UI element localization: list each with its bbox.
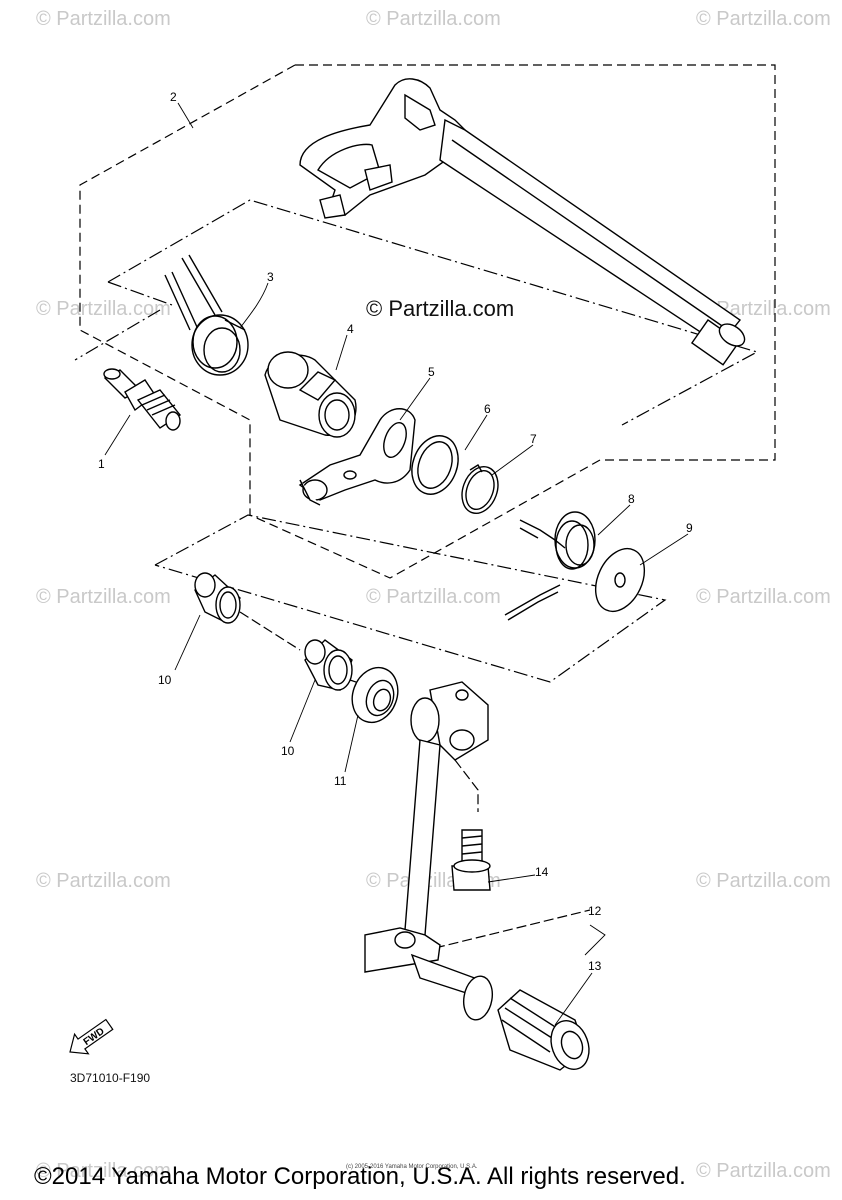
needle-bearing-lower-part xyxy=(304,639,353,691)
washer-part xyxy=(411,435,459,495)
circlip-part xyxy=(461,464,499,514)
callout-8: 8 xyxy=(628,492,635,506)
shift-shaft-part xyxy=(299,78,746,366)
plane-outline-lower xyxy=(154,514,667,683)
callout-3: 3 xyxy=(267,270,274,284)
torsion-spring-part xyxy=(164,254,249,376)
watermark-r1c2: © Partzilla.com xyxy=(366,8,501,30)
plane-outline-upper xyxy=(74,199,759,426)
callout-9: 9 xyxy=(686,521,693,535)
callout-7: 7 xyxy=(530,432,537,446)
callout-12: 12 xyxy=(588,904,602,918)
callout-5: 5 xyxy=(428,365,435,379)
callout-13: 13 xyxy=(588,959,602,973)
return-spring-part xyxy=(504,511,596,621)
bolt-part xyxy=(451,829,491,891)
copyright-small-print: (c) 2005-2016 Yamaha Motor Corporation, … xyxy=(346,1164,478,1170)
pedal-rubber-part xyxy=(497,989,590,1071)
flat-washer-part xyxy=(594,547,646,613)
callout-10-upper: 10 xyxy=(158,673,172,687)
diagram-code: 3D71010-F190 xyxy=(70,1071,151,1085)
callout-14: 14 xyxy=(535,865,549,879)
callout-1: 1 xyxy=(98,457,105,471)
watermark-r1c1: © Partzilla.com xyxy=(36,8,171,30)
callout-11: 11 xyxy=(334,774,347,788)
watermark-r1c3: © Partzilla.com xyxy=(696,8,831,30)
watermark-r3c3: © Partzilla.com xyxy=(696,586,831,608)
watermark-r3c1: © Partzilla.com xyxy=(36,586,171,608)
watermark-r4c1: © Partzilla.com xyxy=(36,870,171,892)
watermark-r4c3: © Partzilla.com xyxy=(696,870,831,892)
dashed-group-outline xyxy=(79,64,776,579)
callout-2: 2 xyxy=(170,90,177,104)
collar-part xyxy=(264,351,357,438)
watermark-r2c1: © Partzilla.com xyxy=(36,298,171,320)
watermark-r3c2: © Partzilla.com xyxy=(366,586,501,608)
callout-10-lower: 10 xyxy=(281,744,295,758)
shift-pedal-part xyxy=(364,681,494,1021)
callout-6: 6 xyxy=(484,402,491,416)
needle-bearing-upper-part xyxy=(194,572,241,624)
callout-4: 4 xyxy=(347,322,354,336)
oil-seal-part xyxy=(351,666,399,724)
watermark-r5c3: © Partzilla.com xyxy=(696,1160,831,1182)
center-watermark: © Partzilla.com xyxy=(366,296,515,321)
leader-lines xyxy=(104,102,689,1026)
stud-bolt-part xyxy=(103,368,182,431)
watermark-r5c1: © Partzilla.com xyxy=(36,1160,171,1182)
copyright-notice: ©2014 Yamaha Motor Corporation, U.S.A. A… xyxy=(34,1163,686,1190)
fwd-arrow-icon: FWD xyxy=(69,1018,114,1055)
shift-arm-part xyxy=(298,408,416,506)
